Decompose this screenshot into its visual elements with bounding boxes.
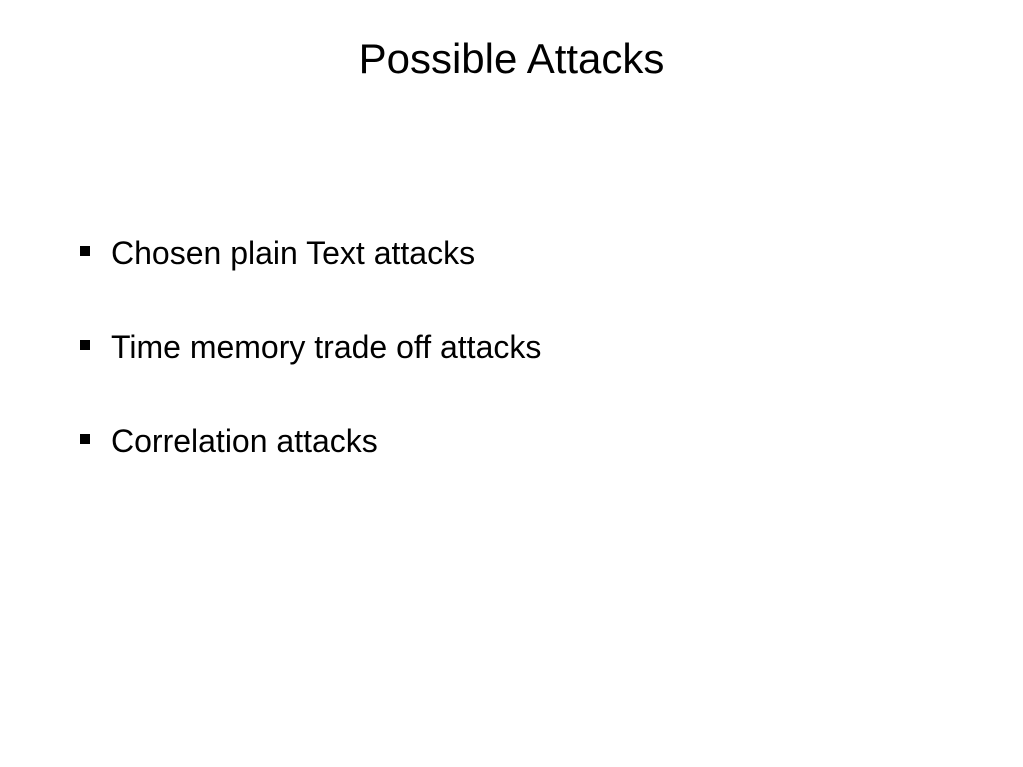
list-item: Correlation attacks <box>80 418 541 464</box>
bullet-list: Chosen plain Text attacks Time memory tr… <box>80 230 541 512</box>
list-item: Time memory trade off attacks <box>80 324 541 370</box>
list-item: Chosen plain Text attacks <box>80 230 541 276</box>
bullet-text: Chosen plain Text attacks <box>111 235 476 271</box>
square-bullet-icon <box>80 340 90 350</box>
square-bullet-icon <box>80 434 90 444</box>
bullet-text: Correlation attacks <box>111 423 378 459</box>
bullet-text: Time memory trade off attacks <box>111 329 542 365</box>
slide-title: Possible Attacks <box>358 35 665 82</box>
square-bullet-icon <box>80 246 90 256</box>
